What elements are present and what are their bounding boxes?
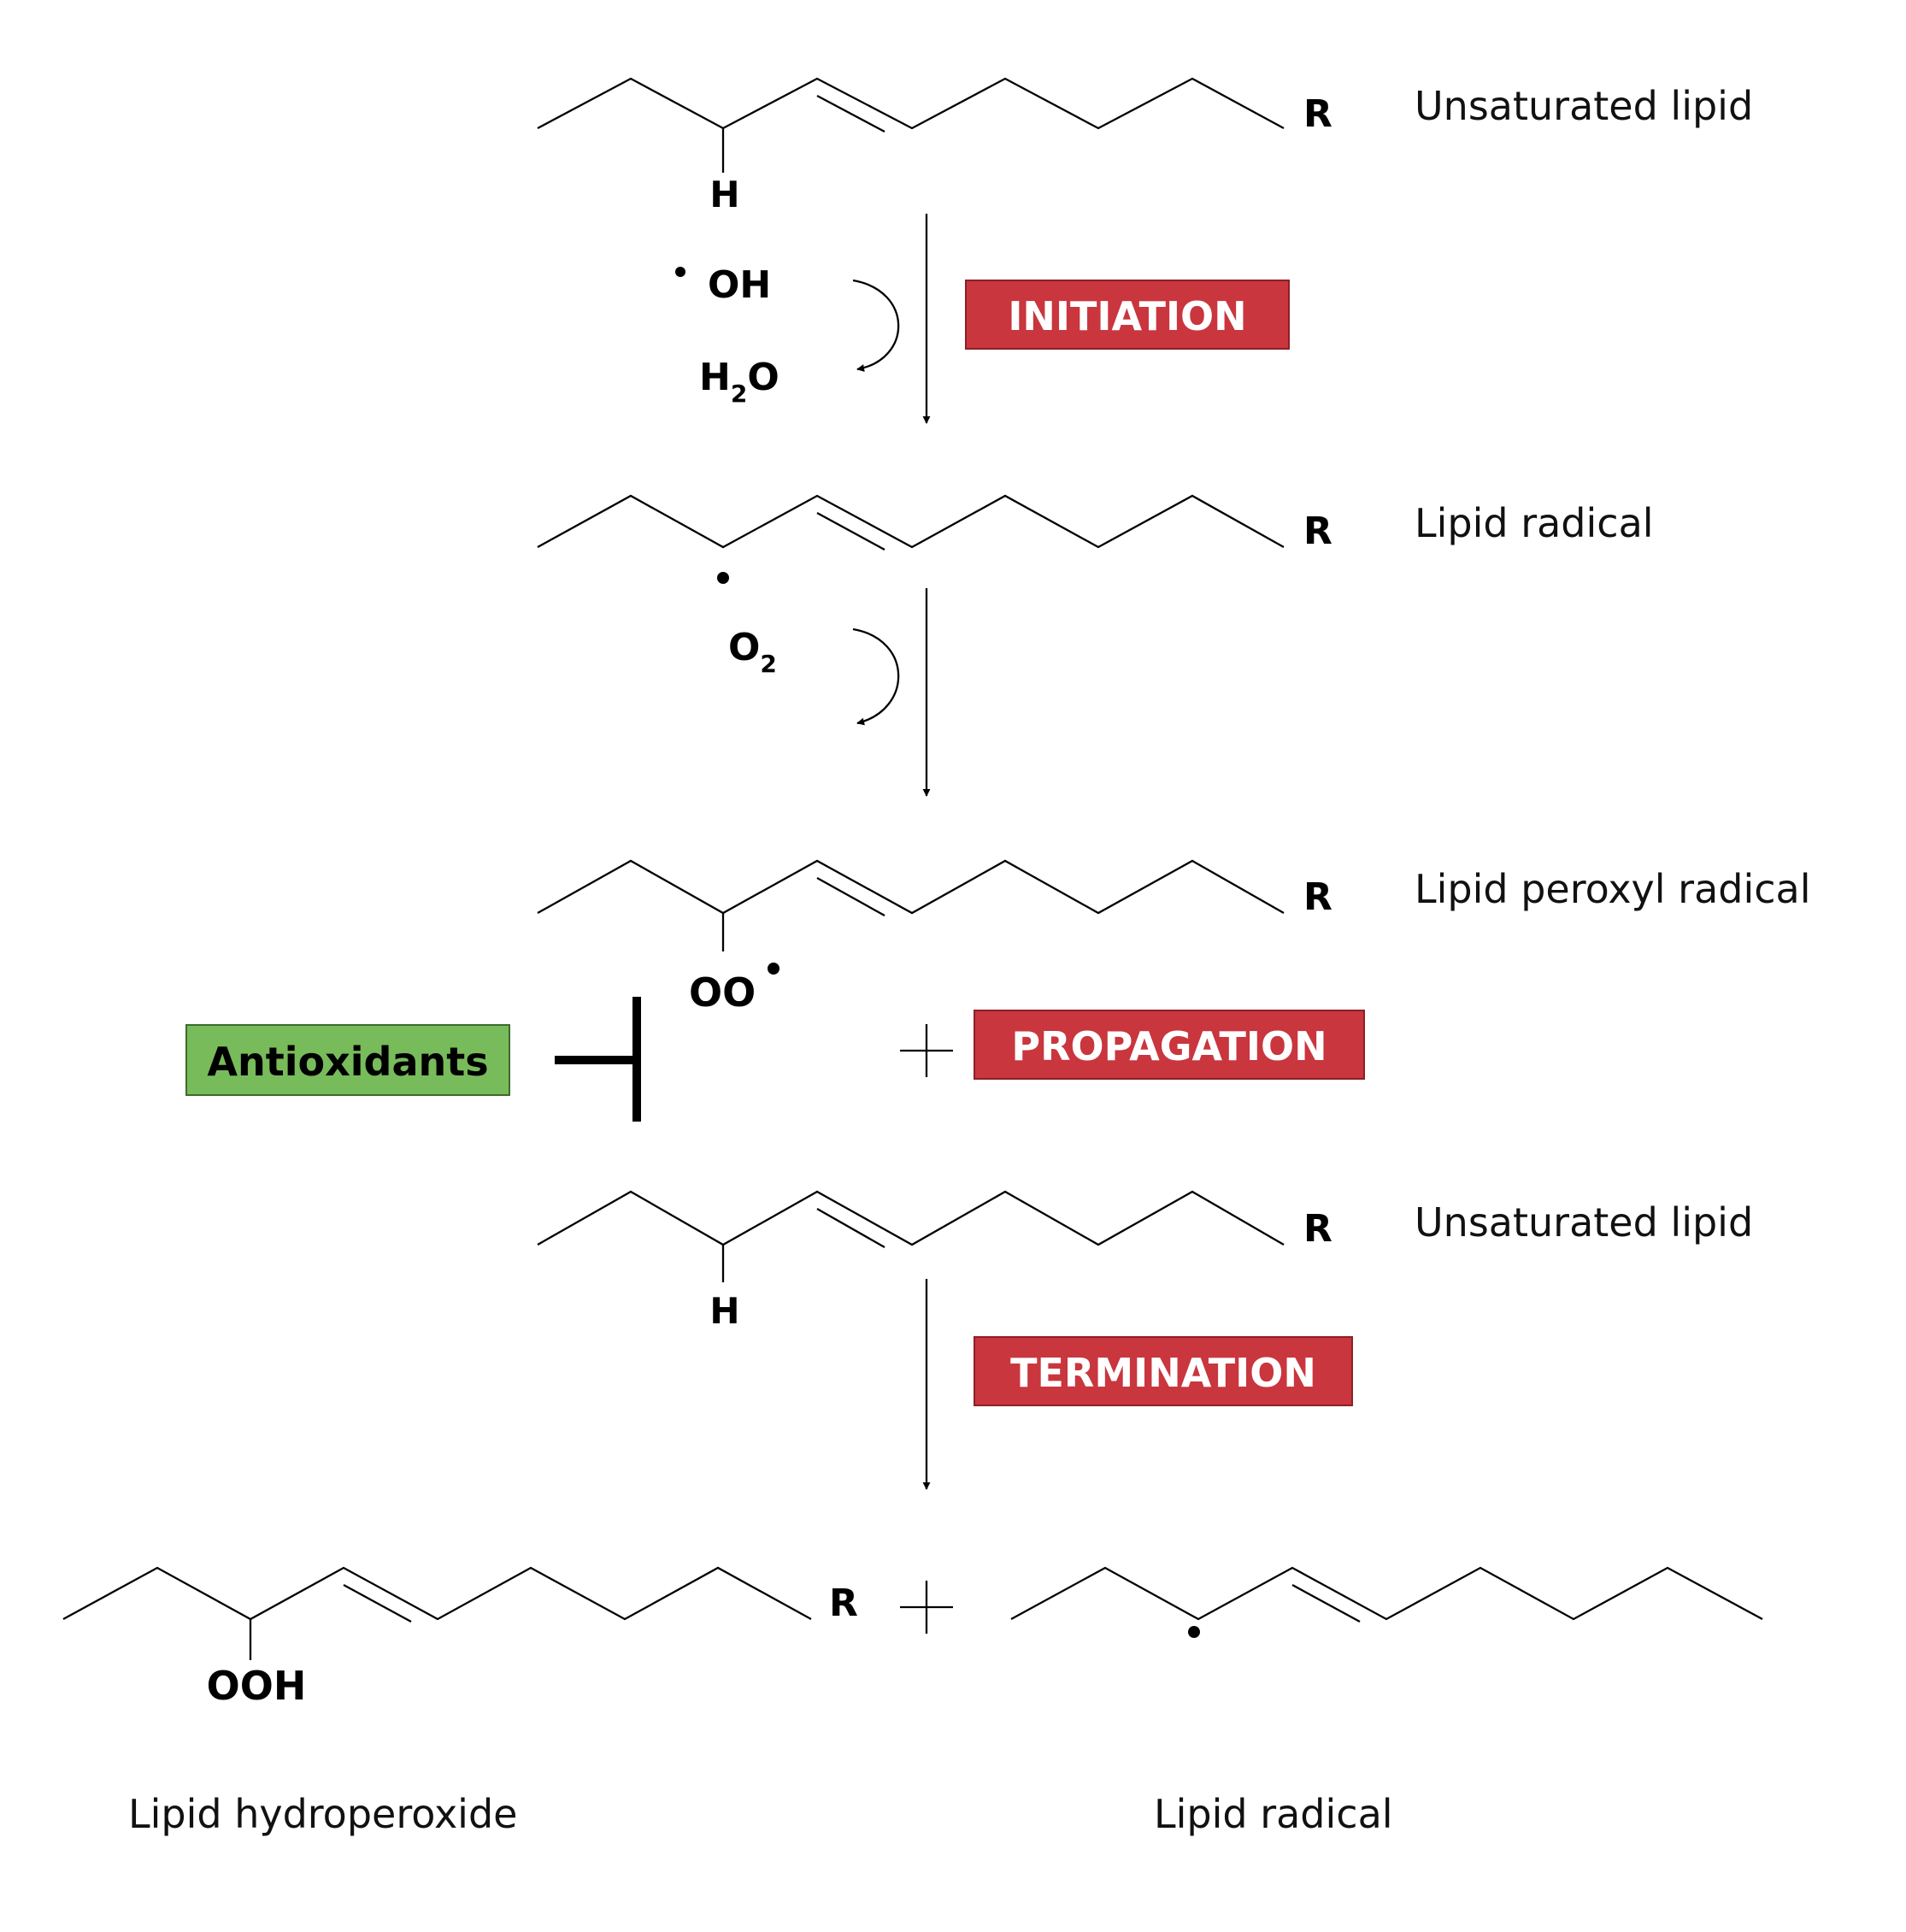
antioxidant-inhibition: Antioxidants	[185, 997, 641, 1122]
carbon-chain	[537, 1190, 1285, 1246]
unsaturated-lipid-1: H R Unsaturated lipid	[537, 77, 1753, 215]
curved-arrow	[852, 279, 900, 372]
antioxidants-badge	[185, 1024, 510, 1096]
r-group: R	[1303, 92, 1332, 136]
initiation-label: INITIATION	[1008, 293, 1246, 339]
r-group: R	[1303, 1207, 1332, 1251]
antioxidants-label: Antioxidants	[207, 1039, 488, 1085]
molecule-label: Lipid radical	[1154, 1791, 1393, 1837]
carbon-chain	[537, 77, 1285, 130]
molecule-label: Lipid radical	[1415, 500, 1654, 546]
termination-step: TERMINATION	[922, 1279, 1353, 1490]
initiation-badge	[965, 280, 1290, 350]
radical-dot	[1188, 1626, 1200, 1638]
lipid-radical-2: Lipid radical	[1010, 1566, 1763, 1837]
double-bond-line	[816, 876, 885, 917]
peroxyl-group: OO	[689, 969, 756, 1016]
termination-label: TERMINATION	[1010, 1350, 1316, 1396]
hydrogen-atom: H	[709, 174, 739, 215]
double-bond-line	[816, 511, 885, 551]
r-group: R	[1303, 510, 1332, 553]
propagation-badge	[974, 1010, 1365, 1080]
molecule-label: Unsaturated lipid	[1415, 83, 1753, 129]
molecule-label: Lipid hydroperoxide	[128, 1791, 517, 1837]
initiation-step: OH H2O INITIATION	[675, 214, 1290, 424]
radical-dot	[717, 572, 729, 584]
propagation-step: PROPAGATION	[900, 1010, 1365, 1080]
double-bond-line	[343, 1583, 412, 1623]
termination-badge	[974, 1336, 1353, 1406]
carbon-chain	[1010, 1566, 1763, 1621]
lipid-hydroperoxide: OOH R Lipid hydroperoxide	[62, 1566, 858, 1837]
carbon-chain	[537, 859, 1285, 915]
double-bond-line	[816, 94, 885, 133]
hydrogen-atom: H	[709, 1290, 739, 1332]
molecule-label: Lipid peroxyl radical	[1415, 866, 1811, 912]
r-group: R	[1303, 875, 1332, 919]
curved-arrow	[852, 627, 900, 726]
carbon-chain	[537, 494, 1285, 549]
radical-dot	[675, 267, 685, 277]
hydroperoxy-group: OOH	[207, 1663, 307, 1709]
water-molecule: H2O	[699, 356, 779, 408]
unsaturated-lipid-2: H R Unsaturated lipid	[537, 1190, 1753, 1332]
molecule-label: Unsaturated lipid	[1415, 1199, 1753, 1246]
product-plus	[900, 1581, 953, 1634]
oxygen-addition-step: O2	[728, 588, 931, 797]
double-bond-line	[816, 1208, 885, 1248]
carbon-chain	[62, 1566, 812, 1621]
radical-dot	[768, 963, 779, 975]
propagation-label: PROPAGATION	[1011, 1023, 1327, 1069]
lipid-radical-1: R Lipid radical	[537, 494, 1654, 584]
oxygen-molecule: O2	[728, 626, 777, 678]
lipid-peroxyl-radical: OO R Lipid peroxyl radical	[537, 859, 1811, 1016]
double-bond-line	[1291, 1583, 1361, 1623]
r-group: R	[829, 1582, 858, 1625]
hydroxyl-radical: OH	[708, 263, 771, 307]
